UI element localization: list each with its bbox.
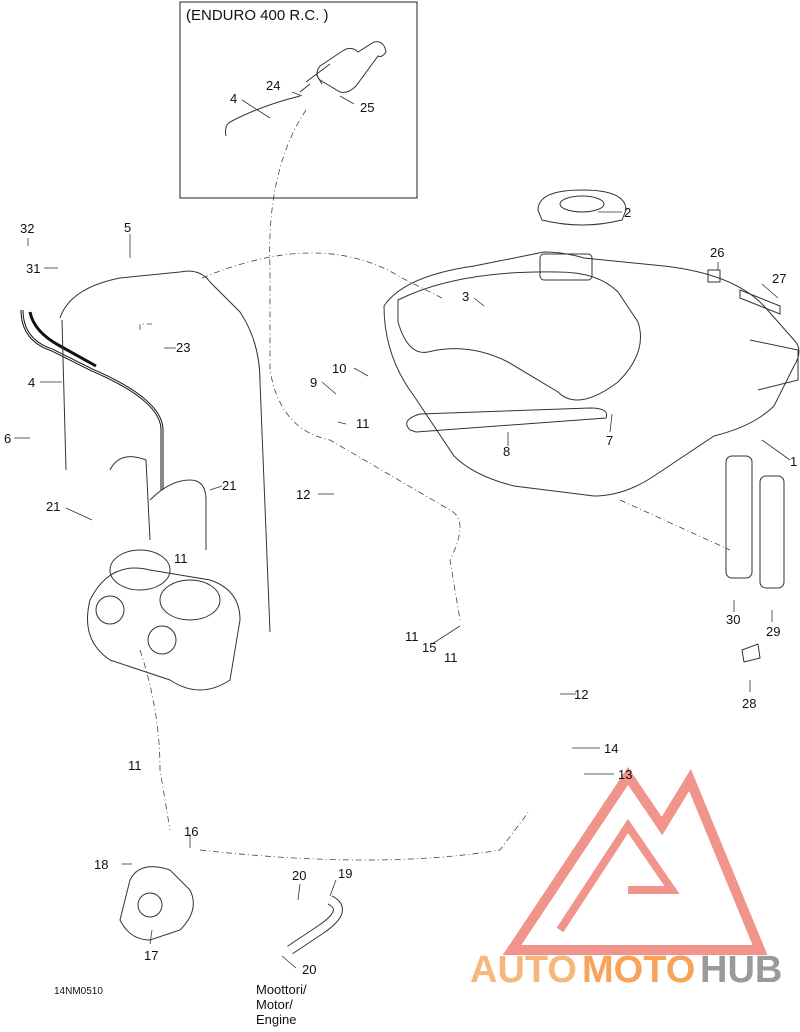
- fuel-pump-icon: [119, 866, 194, 941]
- choke-plunger-icon: [225, 41, 387, 137]
- bolt-nut-icon: [707, 269, 781, 315]
- callout-label: 17: [144, 948, 158, 963]
- callout-label: 25: [360, 100, 374, 115]
- callout-label: 9: [310, 375, 317, 390]
- engine-label-line: Motor/: [256, 997, 293, 1012]
- watermark-auto: AUTO: [470, 949, 577, 991]
- callout-label: 29: [766, 624, 780, 639]
- callout-label: 8: [503, 444, 510, 459]
- leader-lines: [14, 91, 791, 969]
- engine-label-line: Moottori/: [256, 982, 307, 997]
- hose-12-icon: [325, 449, 557, 822]
- callout-label: 7: [606, 433, 613, 448]
- watermark-hub: HUB: [700, 949, 782, 991]
- callout-label: 12: [574, 687, 588, 702]
- callout-label: 16: [184, 824, 198, 839]
- callout-label: 13: [618, 767, 632, 782]
- fuel-hoses: [20, 270, 271, 633]
- callout-label: 24: [266, 78, 280, 93]
- callout-label: 20: [302, 962, 316, 977]
- callout-label: 11: [405, 629, 419, 644]
- callout-label: 30: [726, 612, 740, 627]
- callout-label: 14: [604, 741, 618, 756]
- callout-label: 11: [128, 758, 142, 773]
- callout-label: 4: [230, 91, 237, 106]
- callout-label: 19: [338, 866, 352, 881]
- callout-label: 2: [624, 205, 631, 220]
- callout-label: 32: [20, 221, 34, 236]
- callout-label: 18: [94, 857, 108, 872]
- callout-label: 21: [222, 478, 236, 493]
- fuel-tank-icon: [383, 251, 800, 497]
- callout-label: 27: [772, 271, 786, 286]
- callout-label: 26: [710, 245, 724, 260]
- engine-label: Moottori/ Motor/ Engine: [256, 982, 307, 1027]
- callout-label: 31: [26, 261, 40, 276]
- callout-label: 28: [742, 696, 756, 711]
- watermark-logo: [502, 767, 768, 955]
- callout-label: 6: [4, 431, 11, 446]
- callout-label: 11: [174, 551, 188, 566]
- fuel-cap-icon: [537, 189, 627, 226]
- dashed-routing: [139, 109, 731, 861]
- callout-label: 21: [46, 499, 60, 514]
- callout-label: 23: [176, 340, 190, 355]
- callout-label: 12: [296, 487, 310, 502]
- callout-labels: 1 2 3 4 4 5 6 7 8 9 10 11 11 11 11 11 11…: [4, 78, 797, 977]
- callout-label: 11: [444, 650, 458, 665]
- callout-label: 15: [422, 640, 436, 655]
- carburetors-icon: [87, 549, 241, 691]
- callout-label: 10: [332, 361, 346, 376]
- callout-label: 3: [462, 289, 469, 304]
- callout-label: 11: [356, 416, 370, 431]
- drawing-code: 14NM0510: [54, 986, 103, 997]
- watermark-text: AUTO MOTO HUB: [470, 949, 782, 991]
- tank-pads-icon: [725, 455, 785, 663]
- callout-label: 1: [790, 454, 797, 469]
- callout-label: 4: [28, 375, 35, 390]
- inset-title: (ENDURO 400 R.C. ): [186, 7, 329, 24]
- inset-box: (ENDURO 400 R.C. ): [179, 1, 418, 199]
- callout-label: 5: [124, 220, 131, 235]
- callout-label: 20: [292, 868, 306, 883]
- hose-19-icon: [287, 895, 343, 955]
- engine-label-line: Engine: [256, 1012, 296, 1027]
- watermark-moto: MOTO: [582, 949, 695, 991]
